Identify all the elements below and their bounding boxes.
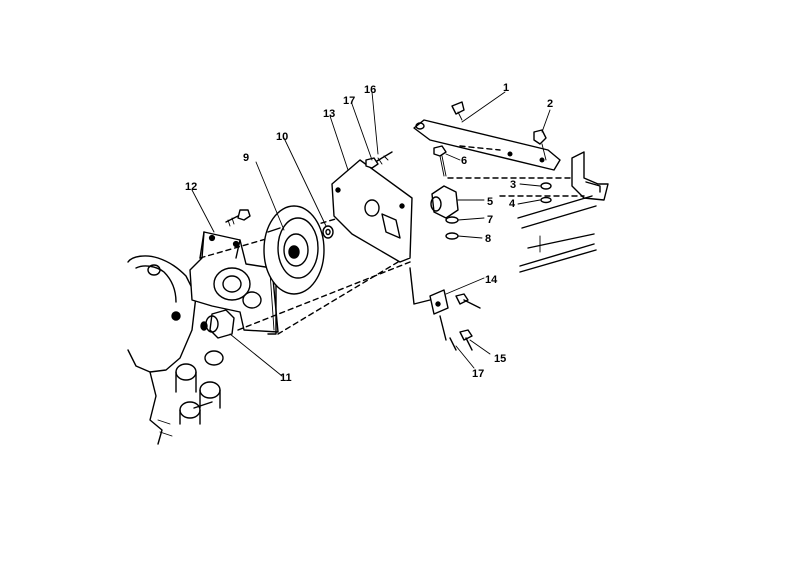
lever-bracket (409, 267, 449, 341)
bolt-icon (449, 293, 481, 351)
callout-2: 2 (547, 98, 553, 110)
callout-17-bottom: 17 (472, 368, 484, 380)
bolt-icon (365, 151, 393, 169)
gear-housing-bracket (189, 231, 279, 335)
callout-12: 12 (185, 181, 197, 193)
callout-9: 9 (243, 152, 249, 164)
callout-13: 13 (323, 108, 335, 120)
callout-14: 14 (485, 274, 498, 286)
brake-disc (263, 205, 325, 295)
callout-16: 16 (364, 84, 376, 96)
transmission-housing (127, 255, 224, 445)
callout-7: 7 (487, 214, 493, 226)
brake-rod (413, 101, 561, 171)
mounting-plate (331, 159, 413, 263)
washer-icon (540, 182, 552, 204)
rod-bracket (571, 151, 609, 201)
callout-labels: 1 2 3 4 5 6 7 8 9 10 11 12 13 14 15 16 1… (185, 82, 553, 384)
callout-1: 1 (503, 82, 509, 94)
callout-11: 11 (280, 372, 292, 384)
leader-lines (191, 91, 551, 377)
pin-icon (533, 129, 547, 161)
bushing (200, 309, 235, 339)
callout-3: 3 (510, 179, 516, 191)
washer-icon (445, 216, 459, 240)
callout-5: 5 (487, 196, 493, 208)
washer-icon (322, 225, 334, 239)
bolt-icon (225, 209, 251, 227)
callout-17-top: 17 (343, 95, 355, 107)
pin-icon (433, 145, 447, 177)
callout-10: 10 (276, 131, 288, 143)
yoke (430, 185, 459, 219)
callout-8: 8 (485, 233, 491, 245)
frame-rails (517, 195, 597, 273)
callout-4: 4 (509, 198, 516, 210)
callout-15: 15 (494, 353, 506, 365)
callout-6: 6 (461, 155, 467, 167)
